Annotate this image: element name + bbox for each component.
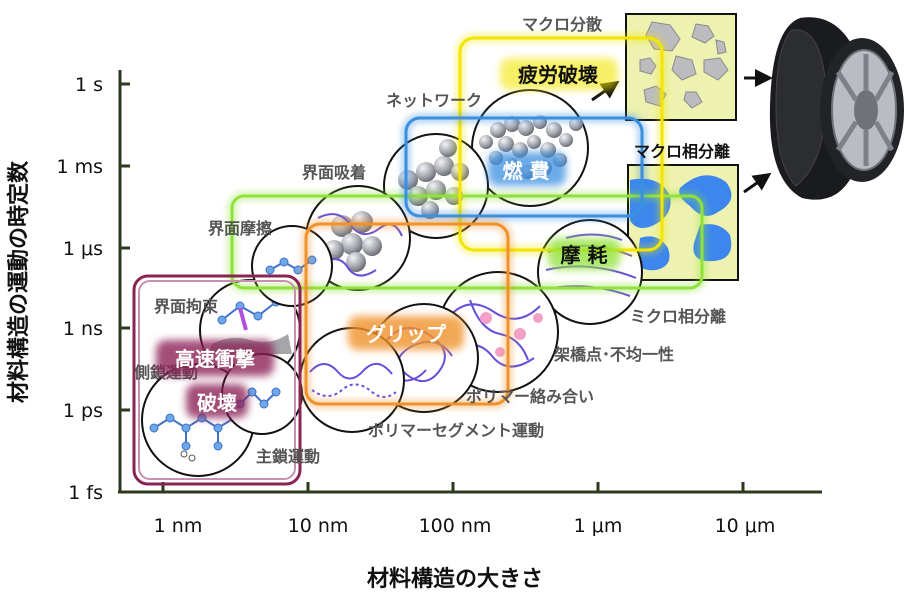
grip-frame <box>301 219 513 409</box>
x-tick-label: 100 nm <box>419 515 492 537</box>
macro-dispersion-image <box>625 13 737 121</box>
tire-icon <box>769 17 904 200</box>
label-crosslink: 架橋点･不均一性 <box>553 345 674 364</box>
y-tick-label: 1 ms <box>56 156 103 178</box>
label-grip: グリップ <box>366 322 447 346</box>
y-tick-label: 1 μs <box>63 238 103 260</box>
x-ticks <box>161 482 745 492</box>
x-tick-label: 1 μm <box>574 515 623 537</box>
label-micro-phase-separation: ミクロ相分離 <box>630 307 726 326</box>
fatigue-highlight: 疲労破壊 <box>500 58 618 90</box>
y-axis-title: 材料構造の運動の時定数 <box>6 160 32 403</box>
label-fatigue-fracture: 疲労破壊 <box>518 63 599 87</box>
x-tick-label: 10 nm <box>288 515 349 537</box>
axes: 1 s 1 ms 1 μs 1 ns 1 ps 1 fs 1 nm 10 nm … <box>6 70 822 592</box>
x-tick-label: 1 nm <box>154 515 203 537</box>
network-circle <box>471 89 589 207</box>
impact-frame <box>132 274 302 486</box>
side-chain-circle <box>251 225 333 307</box>
label-impact-1: 高速衝撃 <box>175 347 255 371</box>
y-tick-label: 1 fs <box>68 482 103 504</box>
fuel-frame <box>401 113 647 221</box>
y-ticks <box>120 82 130 412</box>
label-main-chain-motion: 主鎖運動 <box>256 447 320 466</box>
label-impact-2: 破壊 <box>197 391 238 415</box>
wear-frame <box>227 191 707 293</box>
wear-highlight: 摩 耗 <box>548 238 620 270</box>
label-wear: 摩 耗 <box>561 243 608 267</box>
label-macro-dispersion: マクロ分散 <box>522 15 603 34</box>
label-interface-restraint: 界面拘束 <box>154 297 219 316</box>
label-macro-phase-separation: マクロ相分離 <box>634 142 730 161</box>
label-network: ネットワーク <box>386 91 482 110</box>
label-segment-motion: ポリマーセグメント運動 <box>368 421 544 440</box>
grip-highlight: グリップ <box>348 316 464 350</box>
y-tick-label: 1 s <box>75 74 103 96</box>
label-interface-friction: 界面摩擦 <box>208 219 272 238</box>
label-interface-adsorption: 界面吸着 <box>302 163 366 182</box>
fuel-highlight: 燃 費 <box>488 152 566 186</box>
impact-highlight: 高速衝撃 破壊 <box>156 340 274 418</box>
x-axis-title: 材料構造の大きさ <box>367 566 543 592</box>
label-fuel-economy: 燃 費 <box>503 159 550 183</box>
y-tick-label: 1 ns <box>63 318 103 340</box>
x-tick-label: 10 μm <box>715 515 776 537</box>
label-entanglement: ポリマー絡み合い <box>466 387 594 406</box>
y-tick-label: 1 ps <box>63 400 103 422</box>
